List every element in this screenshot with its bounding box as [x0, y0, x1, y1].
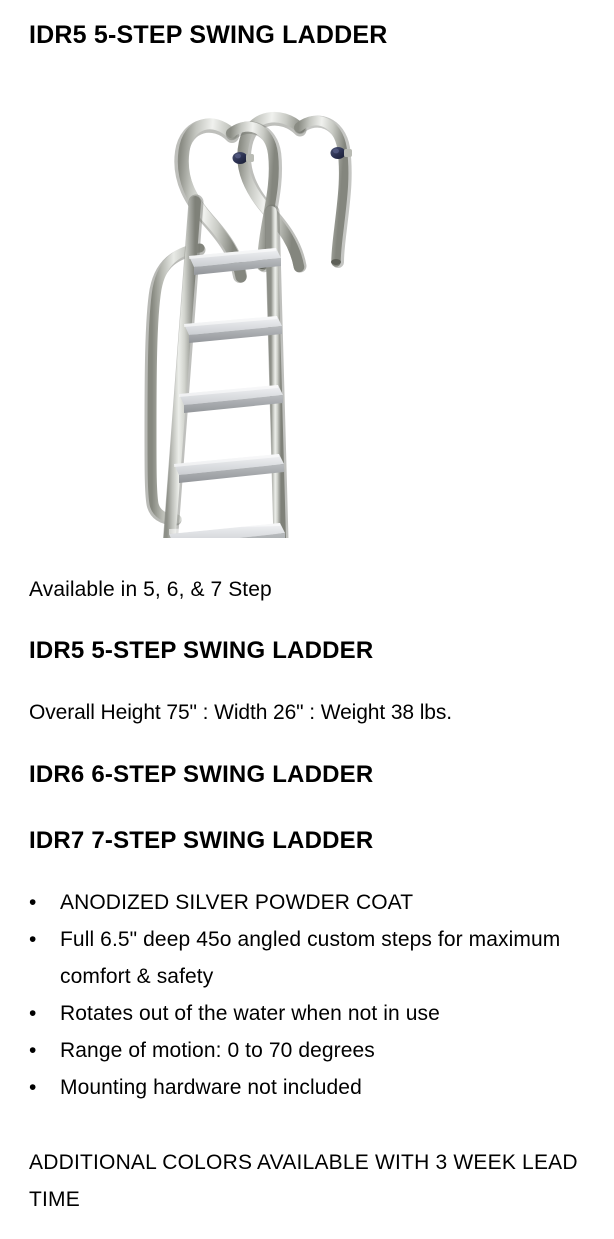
list-item: • Full 6.5" deep 45o angled custom steps … — [29, 921, 589, 995]
list-item: • Mounting hardware not included — [29, 1069, 589, 1106]
product-image — [0, 52, 614, 538]
ladder-step-3 — [179, 385, 283, 413]
ladder-group — [144, 111, 352, 538]
bullet-icon: • — [29, 1038, 37, 1062]
specification-line: Overall Height 75" : Width 26" : Weight … — [29, 701, 453, 724]
bullet-icon: • — [29, 1075, 37, 1099]
availability-line: Available in 5, 6, & 7 Step — [29, 578, 272, 601]
feature-text: ANODIZED SILVER POWDER COAT — [60, 890, 414, 914]
model-heading-idr6: IDR6 6-STEP SWING LADDER — [29, 761, 374, 788]
adjustment-knob-left — [232, 152, 254, 164]
feature-text: Range of motion: 0 to 70 degrees — [60, 1038, 375, 1062]
bullet-icon: • — [29, 890, 37, 914]
model-heading-idr5: IDR5 5-STEP SWING LADDER — [29, 637, 374, 664]
feature-text: Rotates out of the water when not in use — [60, 1001, 440, 1025]
list-item: • ANODIZED SILVER POWDER COAT — [29, 884, 589, 921]
product-details: Available in 5, 6, & 7 Step IDR5 5-STEP … — [29, 552, 589, 1239]
model-heading-idr7: IDR7 7-STEP SWING LADDER — [29, 826, 374, 854]
adjustment-knob-right — [330, 147, 352, 159]
bullet-icon: • — [29, 1001, 37, 1025]
feature-text: Full 6.5" deep 45o angled custom steps f… — [60, 927, 561, 988]
ladder-step-5 — [169, 523, 285, 538]
ladder-step-1 — [189, 248, 281, 275]
ladder-step-2 — [184, 316, 282, 343]
list-item: • Rotates out of the water when not in us… — [29, 995, 589, 1032]
list-item: • Range of motion: 0 to 70 degrees — [29, 1032, 589, 1069]
additional-colors-note: ADDITIONAL COLORS AVAILABLE WITH 3 WEEK … — [29, 1150, 578, 1211]
ladder-step-4 — [174, 454, 284, 483]
bullet-icon: • — [29, 927, 37, 951]
swing-ladder-illustration — [0, 52, 614, 538]
feature-list: • ANODIZED SILVER POWDER COAT • Full 6.5" … — [29, 884, 589, 1106]
feature-text: Mounting hardware not included — [60, 1075, 362, 1099]
page-title: IDR5 5-STEP SWING LADDER — [29, 20, 388, 49]
